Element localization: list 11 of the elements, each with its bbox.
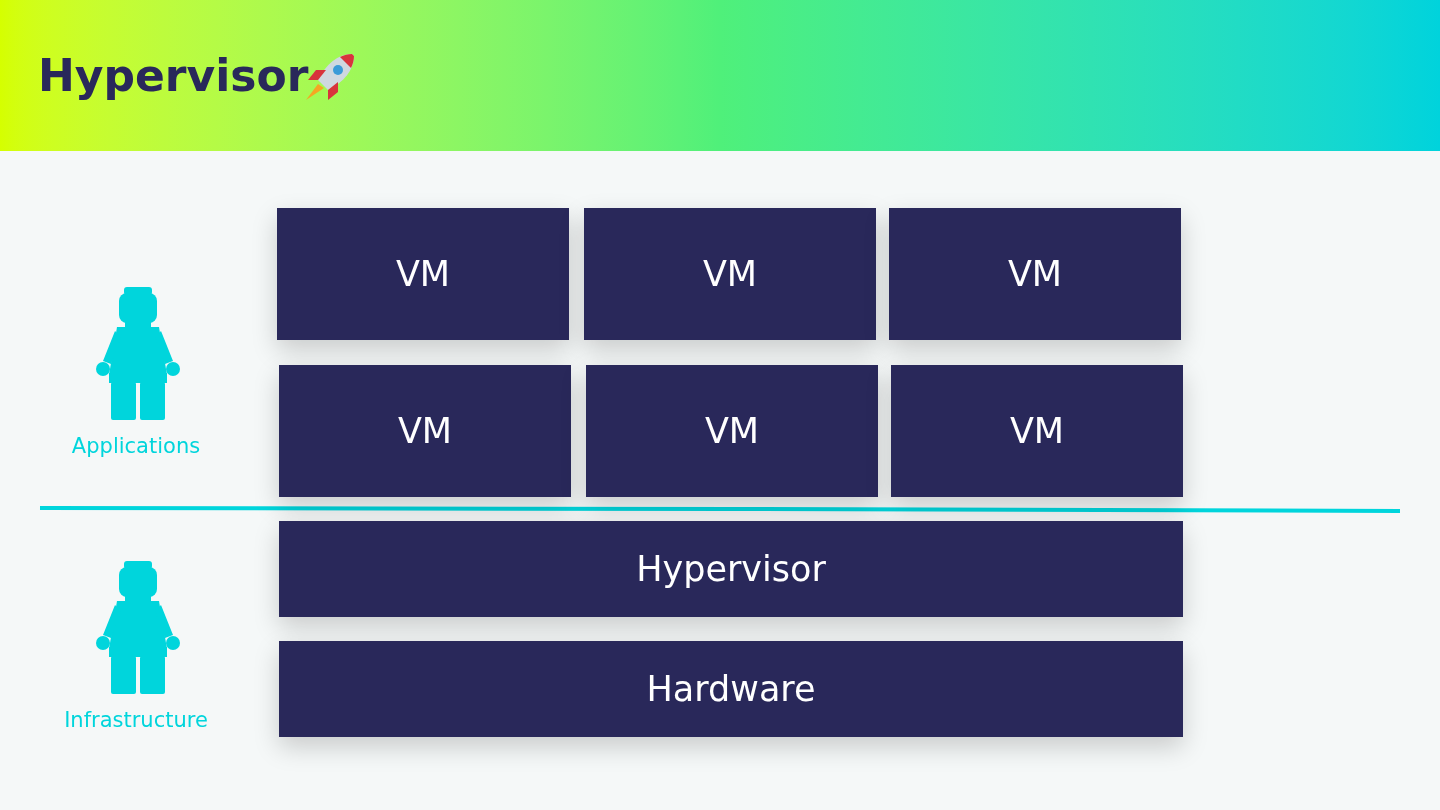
layer-box: VM	[889, 208, 1181, 340]
layer-box: VM	[584, 208, 876, 340]
title: Hypervisor	[38, 49, 309, 103]
layer-box: Hypervisor	[279, 521, 1183, 617]
layer-label: Infrastructure	[64, 707, 208, 735]
layer-box: VM	[279, 365, 571, 497]
layer-box: VM	[277, 208, 569, 340]
layer-box: VM	[586, 365, 878, 497]
layer-box: VM	[891, 365, 1183, 497]
layer-label: Applications	[71, 433, 201, 461]
layer-box: Hardware	[279, 641, 1183, 737]
